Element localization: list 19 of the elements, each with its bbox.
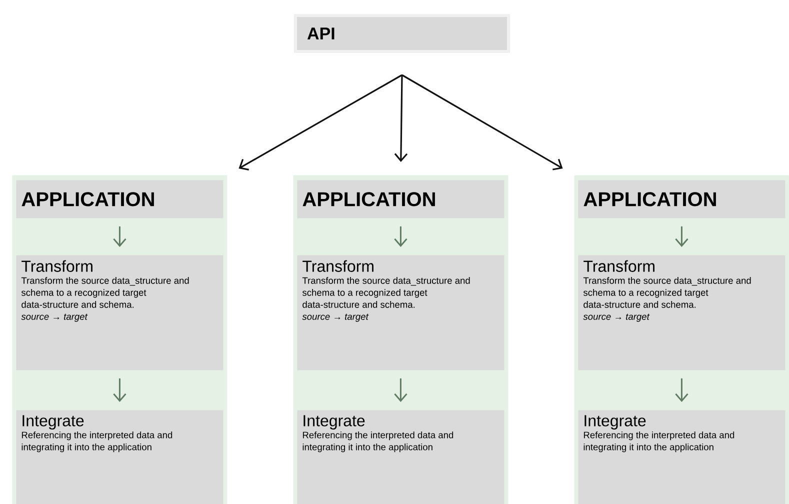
arrow bbox=[394, 75, 408, 162]
arrow bbox=[675, 226, 688, 247]
api-box: API bbox=[294, 14, 510, 53]
step-box: Integrate Referencing the interpreted data and integrating it into the application bbox=[16, 410, 224, 504]
step-box: Transform Transform the source data_structure and schema to a recognized target data-structure and schema. source → target bbox=[578, 255, 786, 370]
arrow bbox=[394, 226, 408, 247]
step-box: Transform Transform the source data_structure and schema to a recognized target data-structure and schema. source → target bbox=[297, 255, 504, 370]
arrow bbox=[394, 378, 408, 402]
arrow bbox=[113, 378, 126, 402]
arrow bbox=[402, 74, 563, 170]
header-box: APPLICATION bbox=[16, 180, 224, 218]
header-box: APPLICATION bbox=[578, 180, 786, 218]
arrow bbox=[238, 74, 402, 170]
arrow bbox=[113, 226, 126, 247]
step-box: Integrate Referencing the interpreted data and integrating it into the application bbox=[578, 410, 786, 504]
header-box: APPLICATION bbox=[297, 180, 504, 218]
step-box: Integrate Referencing the interpreted data and integrating it into the application bbox=[297, 410, 504, 504]
step-box: Transform Transform the source data_structure and schema to a recognized target data-structure and schema. source → target bbox=[16, 255, 224, 370]
arrow bbox=[675, 378, 688, 402]
